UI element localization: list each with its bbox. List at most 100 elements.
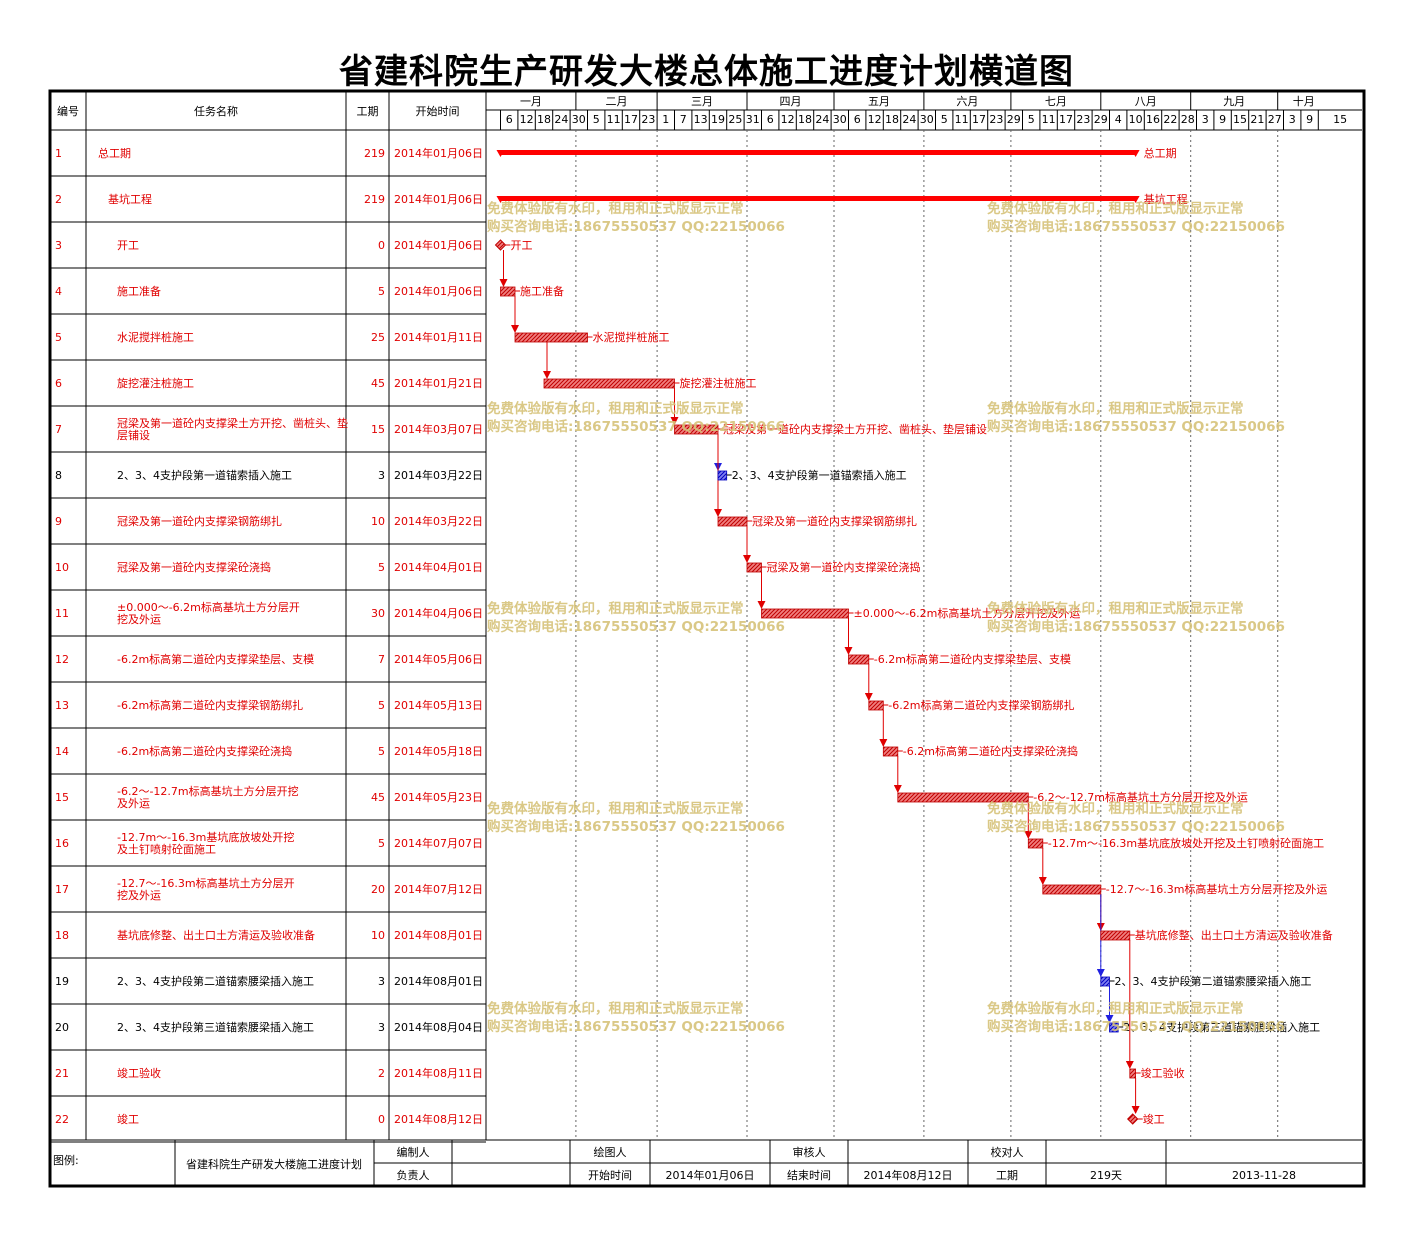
footer-label: 绘图人 [594,1145,627,1159]
tick-label: 5 [941,113,948,126]
month-label: 八月 [1135,95,1157,108]
task-start: 2014年01月06日 [394,192,483,206]
bar-label: -6.2m标高第二道砼内支撑梁钢筋绑扎 [888,698,1074,712]
task-duration: 0 [378,239,385,252]
task-start: 2014年01月06日 [394,284,483,298]
footer-value: 2013-11-28 [1232,1169,1296,1182]
bar-label: -6.2m标高第二道砼内支撑梁垫层、支模 [874,652,1071,666]
task-bar [868,700,884,711]
chart-frame [48,89,1366,1188]
task-id: 1 [55,147,62,160]
task-name: ±0.000～-6.2m标高基坑土方分层开 [117,600,300,614]
watermark-text: 免费体验版有水印，租用和正式版显示正常 [487,600,744,617]
tick-label: 29 [1007,113,1021,126]
bar-label: -12.7m～-16.3m基坑底放坡处开挖及土钉喷射砼面施工 [1048,836,1324,850]
task-id: 17 [55,883,69,896]
task-id: 15 [55,791,69,804]
watermark-text: 购买咨询电话:18675550537 QQ:22150066 [987,218,1285,235]
tick-label: 30 [572,113,586,126]
task-start: 2014年07月07日 [394,836,483,850]
task-id: 2 [55,193,62,206]
footer-value: 2014年01月06日 [666,1168,755,1182]
task-duration: 5 [378,837,385,850]
summary-end-marker [1131,196,1140,203]
month-label: 一月 [520,95,542,108]
task-start: 2014年01月06日 [394,238,483,252]
task-id: 7 [55,423,62,436]
task-start: 2014年08月01日 [394,928,483,942]
summary-end-marker [1131,150,1140,157]
task-name-cont: 层铺设 [117,429,150,442]
tick-label: 23 [989,113,1003,126]
tick-label: 17 [1059,113,1073,126]
tick-label: 29 [1094,113,1108,126]
task-start: 2014年08月12日 [394,1112,483,1126]
bar-label: ±0.000～-6.2m标高基坑土方分层开挖及外运 [854,606,1081,620]
task-start: 2014年05月13日 [394,698,483,712]
month-label: 二月 [606,95,628,108]
month-label: 七月 [1045,95,1067,108]
task-duration: 219 [364,147,385,160]
tick-label: 17 [624,113,638,126]
task-name: 冠梁及第一道砼内支撑梁砼浇捣 [117,560,271,574]
tick-label: 15 [1233,113,1247,126]
footer-label: 编制人 [397,1145,430,1159]
bar-label: 2、3、4支护段第二道锚索腰梁插入施工 [1115,974,1312,988]
task-duration: 3 [378,975,385,988]
task-name: 基坑底修整、出土口土方清运及验收准备 [117,928,315,942]
header-duration: 工期 [357,105,379,118]
task-duration: 5 [378,745,385,758]
task-bar [848,654,870,665]
task-start: 2014年01月21日 [394,376,483,390]
tick-label: 9 [1219,113,1226,126]
month-label: 九月 [1223,95,1245,108]
footer-value: 结束时间 [787,1169,831,1182]
task-name: 水泥搅拌桩施工 [117,330,194,344]
task-name: -6.2m标高第二道砼内支撑梁钢筋绑扎 [117,698,303,712]
tick-label: 15 [1333,113,1347,126]
tick-label: 19 [711,113,725,126]
task-duration: 5 [378,699,385,712]
task-duration: 45 [371,791,385,804]
task-name: 基坑工程 [108,192,152,206]
task-id: 5 [55,331,62,344]
task-name: -6.2m标高第二道砼内支撑梁垫层、支模 [117,652,314,666]
task-bar [1042,884,1102,895]
task-duration: 5 [378,561,385,574]
tick-label: 31 [746,113,760,126]
tick-label: 9 [1306,113,1313,126]
task-bar [1100,976,1110,987]
footer-label: 审核人 [793,1145,826,1159]
tick-label: 21 [1250,113,1264,126]
bar-label: 开工 [511,239,533,252]
task-name: 冠梁及第一道砼内支撑梁土方开挖、凿桩头、垫 [117,416,348,430]
task-name-cont: 挖及外运 [117,888,161,902]
task-start: 2014年05月06日 [394,652,483,666]
task-name: 竣工验收 [117,1066,161,1080]
task-bar [1100,930,1131,941]
task-name: -6.2～-12.7m标高基坑土方分层开挖 [117,784,299,798]
task-name: 2、3、4支护段第二道锚索腰梁插入施工 [117,974,314,988]
task-start: 2014年03月22日 [394,468,483,482]
footer-value: 2014年08月12日 [864,1168,953,1182]
watermark-text: 免费体验版有水印，租用和正式版显示正常 [987,600,1244,617]
task-duration: 2 [378,1067,385,1080]
bar-label: 旋挖灌注桩施工 [680,376,757,390]
header-name: 任务名称 [194,104,238,118]
tick-label: 24 [554,113,568,126]
tick-label: 24 [902,113,916,126]
task-duration: 20 [371,883,385,896]
task-duration: 10 [371,929,385,942]
month-label: 三月 [691,95,713,108]
watermark-text: 免费体验版有水印，租用和正式版显示正常 [487,800,744,817]
tick-label: 10 [1129,113,1143,126]
watermark-text: 免费体验版有水印，租用和正式版显示正常 [987,1000,1244,1017]
task-id: 8 [55,469,62,482]
tick-label: 12 [781,113,795,126]
task-bar [543,378,675,389]
bar-label: -6.2～-12.7m标高基坑土方分层开挖及外运 [1033,790,1248,804]
task-duration: 5 [378,285,385,298]
task-duration: 7 [378,653,385,666]
task-bar [882,746,899,757]
